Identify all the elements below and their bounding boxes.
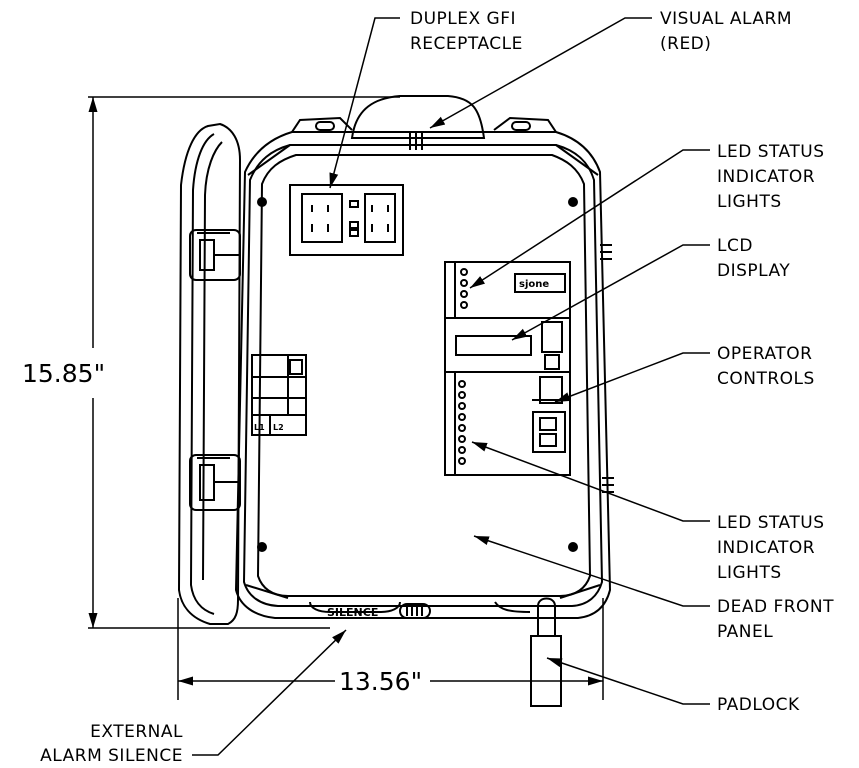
callout-led-status-top-line1: LED STATUS xyxy=(717,142,825,162)
width-dimension-label: 13.56" xyxy=(339,667,422,696)
callout-padlock: PADLOCK xyxy=(717,695,800,715)
leader-lines xyxy=(192,17,710,756)
callout-dead-front: DEAD FRONT PANEL xyxy=(717,597,834,642)
callout-led-status-bottom: LED STATUS INDICATOR LIGHTS xyxy=(717,513,825,583)
controller-module xyxy=(444,261,571,476)
duplex-gfi-receptacle xyxy=(289,184,404,256)
enclosure-body xyxy=(234,116,614,619)
callout-dead-front-line1: DEAD FRONT xyxy=(717,597,834,617)
callout-duplex-gfi-line2: RECEPTACLE xyxy=(410,34,523,54)
callout-led-status-bottom-line2: INDICATOR xyxy=(717,538,815,558)
callout-dead-front-line2: PANEL xyxy=(717,622,773,642)
height-dimension-label: 15.85" xyxy=(22,359,105,388)
brand-logo: sjone xyxy=(519,279,549,290)
width-dimension xyxy=(177,598,604,700)
callout-duplex-gfi-line1: DUPLEX GFI xyxy=(410,9,516,29)
callout-external-silence-line1: EXTERNAL xyxy=(90,722,183,742)
upper-hinge xyxy=(189,229,241,281)
callout-led-status-bottom-line3: LIGHTS xyxy=(717,563,782,583)
bottom-flange xyxy=(309,601,531,619)
circuit-breaker xyxy=(251,354,307,436)
callout-padlock-line1: PADLOCK xyxy=(717,695,800,715)
callout-led-status-top-line2: INDICATOR xyxy=(717,167,815,187)
breaker-l1-label: L1 xyxy=(254,423,265,432)
callout-lcd-line1: LCD xyxy=(717,236,753,256)
callout-led-status-top: LED STATUS INDICATOR LIGHTS xyxy=(717,142,825,212)
silence-button-label: SILENCE xyxy=(327,606,378,619)
breaker-l2-label: L2 xyxy=(273,423,284,432)
callout-lcd-display: LCD DISPLAY xyxy=(717,236,790,281)
callout-led-status-bottom-line1: LED STATUS xyxy=(717,513,825,533)
lower-hinge xyxy=(189,454,241,511)
callout-operator-line1: OPERATOR xyxy=(717,344,812,364)
callout-visual-alarm-line1: VISUAL ALARM xyxy=(660,9,792,29)
callout-operator-line2: CONTROLS xyxy=(717,369,815,389)
visual-alarm-beacon xyxy=(350,95,486,150)
callout-duplex-gfi: DUPLEX GFI RECEPTACLE xyxy=(410,9,523,54)
padlock xyxy=(530,597,562,707)
callout-operator-controls: OPERATOR CONTROLS xyxy=(717,344,815,389)
height-dimension xyxy=(88,96,400,629)
callout-led-status-top-line3: LIGHTS xyxy=(717,192,782,212)
callout-external-silence: EXTERNAL ALARM SILENCE xyxy=(40,722,183,766)
callout-lcd-line2: DISPLAY xyxy=(717,261,790,281)
enclosure-door xyxy=(177,122,242,625)
callout-visual-alarm: VISUAL ALARM (RED) xyxy=(660,9,792,54)
callout-external-silence-line2: ALARM SILENCE xyxy=(40,746,183,766)
callout-visual-alarm-line2: (RED) xyxy=(660,34,711,54)
